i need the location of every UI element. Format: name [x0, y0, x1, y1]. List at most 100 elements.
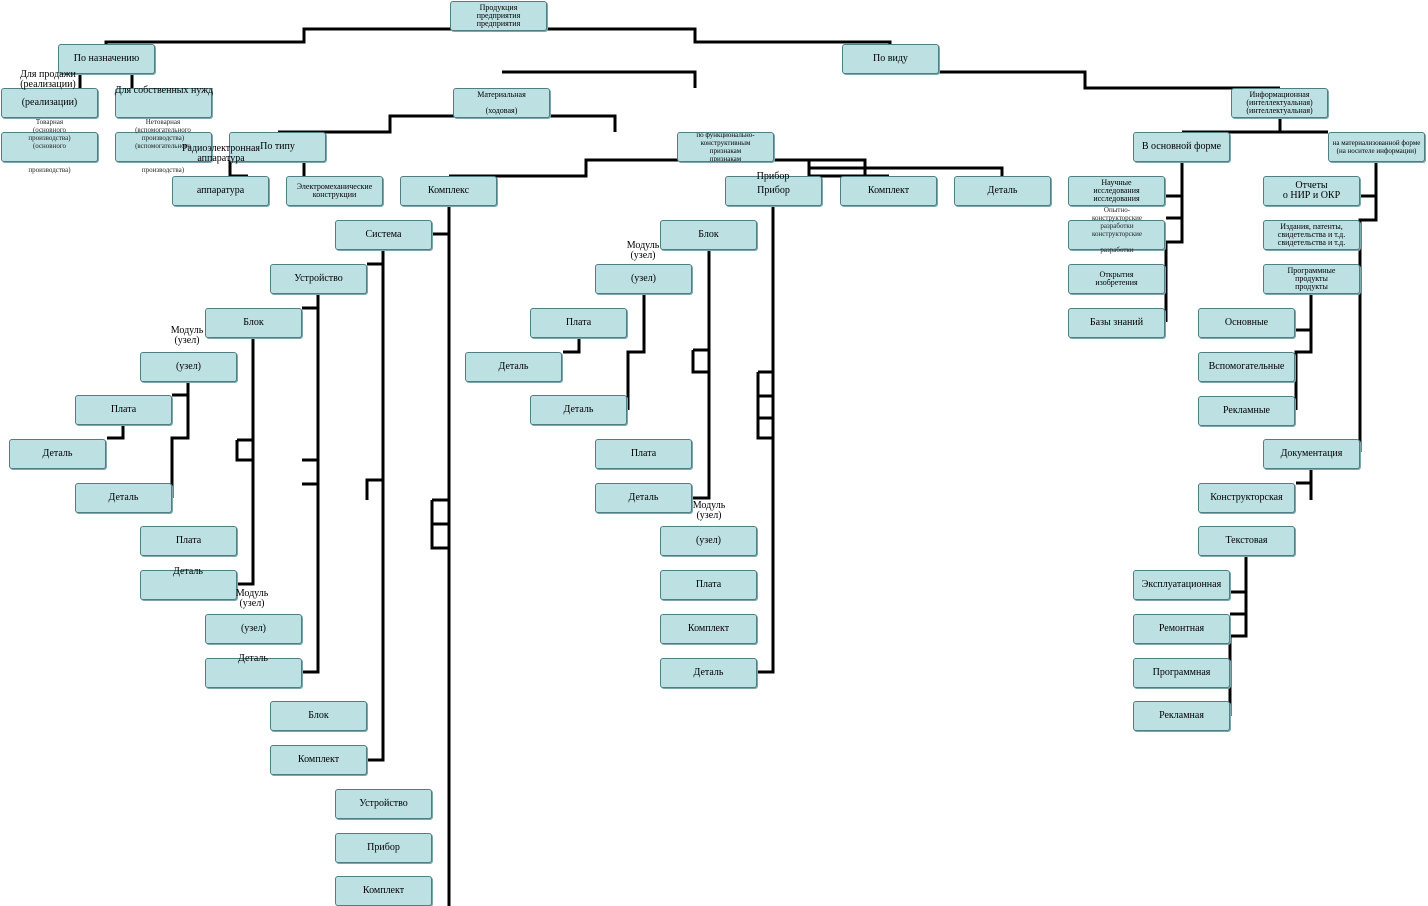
label-device: Прибор [756, 171, 790, 182]
connector-line [278, 114, 617, 134]
node-c-module2: (узел) [205, 614, 302, 644]
label-design-dev: Опытно- конструкторские разработки конст… [1091, 206, 1143, 254]
connector-line [1166, 194, 1182, 220]
node-p-part2: Деталь [595, 483, 692, 513]
node-design-dev [1068, 220, 1165, 250]
node-knowledge: Базы знаний [1068, 308, 1165, 338]
connector-line [235, 438, 255, 462]
node-documentation: Документация [1263, 439, 1360, 469]
connector-line [758, 204, 775, 674]
node-p-part3: Деталь [660, 658, 757, 688]
node-complex: Комплекс [400, 176, 497, 206]
node-kit: Комплект [840, 176, 937, 206]
connector-line [1358, 160, 1378, 452]
node-p-board3: Плата [660, 570, 757, 600]
node-by-type: По типу [229, 132, 326, 162]
connector-line [1294, 292, 1313, 410]
node-doc-design: Конструкторская [1198, 483, 1295, 513]
label-radio: Радиоэлектронная аппаратура [181, 143, 261, 164]
node-p-module2: (узел) [660, 526, 757, 556]
node-for-sale: (реализации) [1, 88, 98, 118]
node-discoveries: Открытия изобретения [1068, 264, 1165, 294]
node-c-board2: Плата [140, 526, 237, 556]
connector-line [1296, 467, 1313, 500]
node-basic-form: В основной форме [1133, 132, 1230, 162]
node-by-kind: По виду [842, 44, 939, 74]
node-root: Продукция предприятия предприятия [450, 1, 547, 31]
node-c-part-b: Деталь [75, 483, 172, 513]
node-research: Научные исследования исследования [1068, 176, 1165, 206]
connector-line [365, 478, 383, 500]
label-c-part2: Деталь [173, 566, 203, 577]
connector-line [502, 70, 697, 88]
label-p-module: Модуль (узел) [626, 240, 660, 261]
node-c-block: Блок [205, 308, 302, 338]
node-p-board: Плата [530, 308, 627, 338]
node-c-block2: Блок [270, 701, 367, 731]
node-doc-prog: Программная [1133, 658, 1230, 688]
node-c-device2: Прибор [335, 833, 432, 863]
node-part: Деталь [954, 176, 1051, 206]
label-p-module2: Модуль (узел) [692, 500, 726, 521]
node-c-part2 [140, 570, 237, 600]
connector-line [1228, 555, 1248, 716]
node-p-block: Блок [660, 220, 757, 250]
node-p-part-a: Деталь [465, 352, 562, 382]
label-own-needs: Для собственных нужд [114, 85, 214, 96]
connector-line [693, 248, 711, 500]
connector-line [691, 348, 711, 374]
connector-line [302, 458, 320, 486]
connector-line [104, 27, 892, 44]
node-radio: аппаратура [172, 176, 269, 206]
connector-line [302, 292, 320, 674]
connector-line [237, 336, 255, 586]
node-p-kit: Комплект [660, 614, 757, 644]
connector-line [1164, 160, 1184, 322]
node-material: Материальная (ходовая) [453, 88, 550, 118]
node-doc-text: Текстовая [1198, 526, 1295, 556]
label-for-sale: Для продажи (реализации) [20, 69, 76, 90]
connector-line [107, 424, 125, 440]
node-sw-main: Основные [1198, 308, 1295, 338]
node-p-module: (узел) [595, 264, 692, 294]
connector-line [626, 292, 646, 410]
node-p-part-b: Деталь [530, 395, 627, 425]
node-c-part3 [205, 658, 302, 688]
connector-line [563, 336, 581, 354]
node-c-unit2: Устройство [335, 789, 432, 819]
node-device: Прибор [725, 176, 822, 206]
label-commodity: Товарная (основного производства) (основ… [28, 118, 71, 174]
label-nontrade: Нетоварная (вспомогательного производств… [135, 118, 191, 174]
node-sw-aux: Вспомогательные [1198, 352, 1295, 382]
node-nontrade [115, 132, 212, 162]
node-carrier: на материализованной форме (на носителе … [1328, 132, 1425, 162]
node-software: Программные продукты продукты [1263, 264, 1360, 294]
node-by-purpose: По назначению [58, 44, 155, 74]
connector-line [756, 370, 775, 440]
node-sw-ads: Рекламные [1198, 396, 1295, 426]
connector-line [1360, 194, 1376, 222]
node-doc-repair: Ремонтная [1133, 614, 1230, 644]
node-c-part-a: Деталь [9, 439, 106, 469]
connector-line [367, 248, 385, 762]
node-commodity [1, 132, 98, 162]
node-c-kit: Комплект [270, 745, 367, 775]
label-c-module: Модуль (узел) [170, 325, 204, 346]
node-p-board2: Плата [595, 439, 692, 469]
node-own-needs [115, 88, 212, 118]
connector-line [1230, 590, 1246, 616]
node-info: Информационная (интеллектуальная) (интел… [1231, 88, 1328, 118]
connector-line [807, 166, 1004, 176]
node-c-system: Система [335, 220, 432, 250]
node-doc-ops: Эксплуатационная [1133, 570, 1230, 600]
connector-line [890, 70, 1280, 90]
connector-line [1182, 116, 1328, 134]
node-publications: Издания, патенты, свидетельства и т.д. с… [1263, 220, 1360, 250]
node-doc-ads: Рекламная [1133, 701, 1230, 731]
connector-line [449, 158, 889, 178]
node-c-board: Плата [75, 395, 172, 425]
label-c-module2: Модуль (узел) [235, 588, 269, 609]
node-electromech: Электромеханические конструкции [286, 176, 383, 206]
connector-line [170, 380, 190, 498]
